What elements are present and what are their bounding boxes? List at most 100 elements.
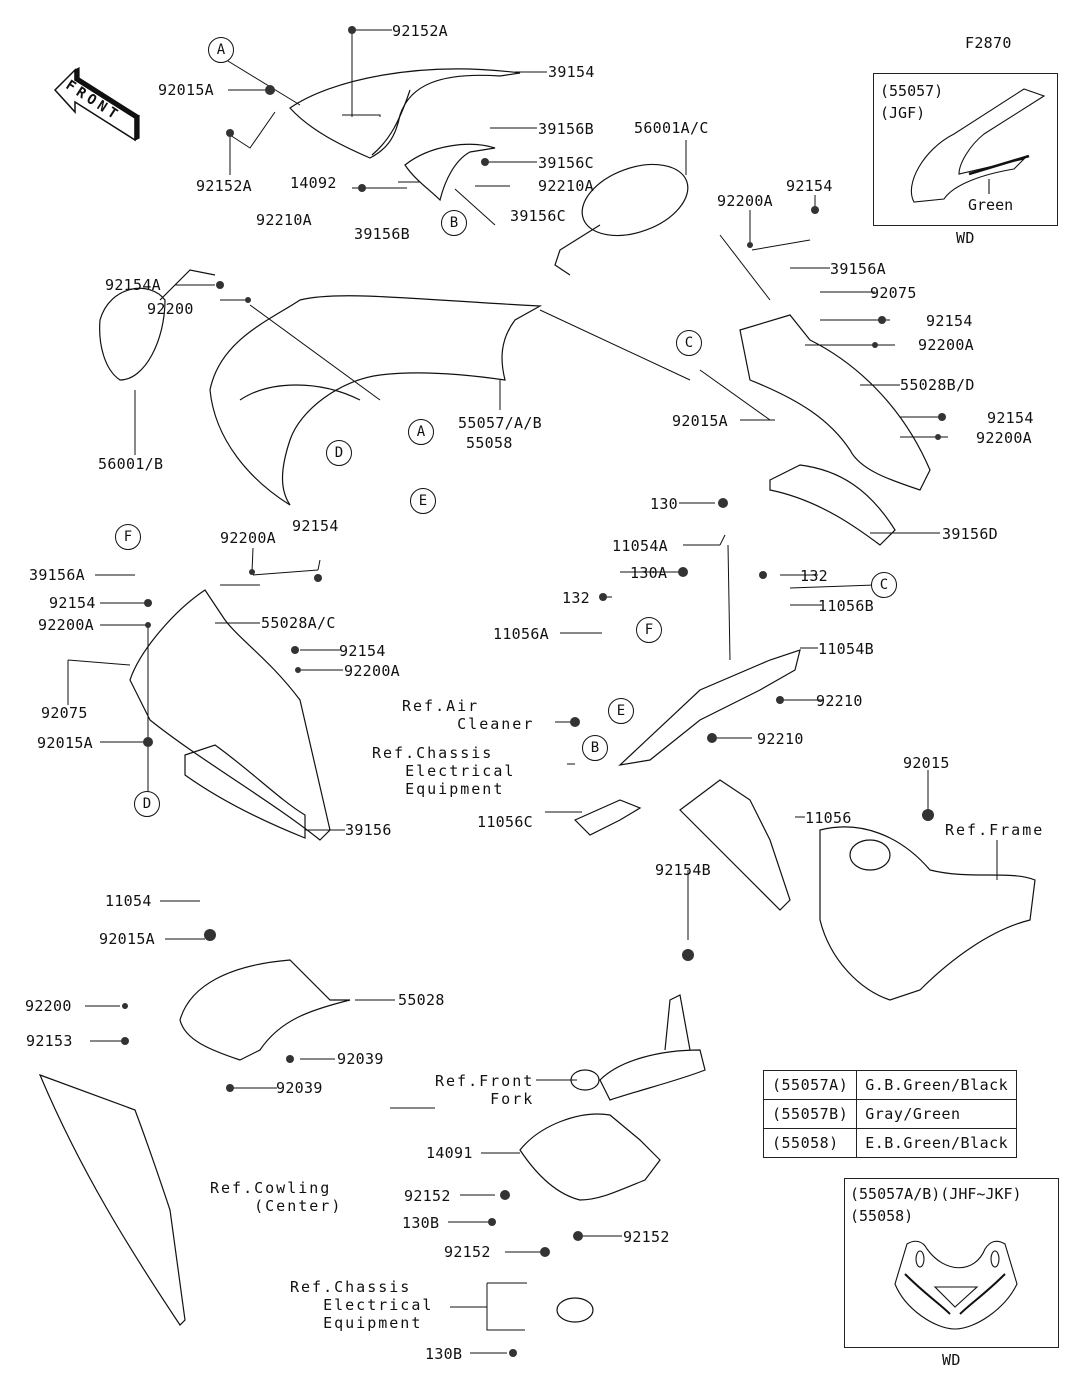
- part-label[interactable]: 92075: [870, 284, 917, 302]
- grommet-icon: [348, 26, 356, 34]
- inset-front-cowl-drawing: [894, 1240, 1018, 1330]
- part-label[interactable]: 56001A/C: [634, 119, 709, 137]
- bracket-11056c-shape: [573, 799, 642, 836]
- part-label[interactable]: 39154: [548, 63, 595, 81]
- part-label[interactable]: 130: [650, 495, 678, 513]
- part-label[interactable]: 92200A: [220, 529, 276, 547]
- callout-a-top: A: [208, 37, 234, 63]
- ref-air-cleaner: Ref.Air Cleaner: [402, 697, 535, 733]
- upper-cowl-shape: [209, 295, 543, 506]
- part-label[interactable]: 39156C: [510, 207, 566, 225]
- inset-part-number: (55057A/B)(JHF~JKF): [850, 1185, 1022, 1203]
- diagram-code: F2870: [965, 34, 1012, 52]
- part-label[interactable]: 55028B/D: [900, 376, 975, 394]
- part-label[interactable]: 92039: [276, 1079, 323, 1097]
- inset-55057-jgf: (55057) (JGF) Green: [873, 73, 1058, 226]
- part-label[interactable]: 92015A: [37, 734, 93, 752]
- part-label[interactable]: 92154: [49, 594, 96, 612]
- part-label[interactable]: 92210: [757, 730, 804, 748]
- part-label[interactable]: 14092: [290, 174, 337, 192]
- part-label[interactable]: 92075: [41, 704, 88, 722]
- collar-icon: [265, 85, 275, 95]
- part-label[interactable]: 39156C: [538, 154, 594, 172]
- part-label[interactable]: 92200: [25, 997, 72, 1015]
- part-label[interactable]: 11056C: [477, 813, 533, 831]
- bolt-icon: [216, 281, 224, 289]
- part-label[interactable]: 92200A: [38, 616, 94, 634]
- part-label[interactable]: 132: [562, 589, 590, 607]
- part-label[interactable]: 92152A: [196, 177, 252, 195]
- part-label[interactable]: 130B: [402, 1214, 440, 1232]
- nut-icon: [707, 733, 717, 743]
- part-label[interactable]: 92154: [292, 517, 339, 535]
- part-label[interactable]: 39156A: [830, 260, 886, 278]
- part-label[interactable]: 92015A: [158, 81, 214, 99]
- part-label[interactable]: 130B: [425, 1345, 463, 1363]
- part-label[interactable]: 92154: [926, 312, 973, 330]
- collar-icon: [143, 737, 153, 747]
- part-label[interactable]: 11056B: [818, 597, 874, 615]
- part-label[interactable]: 92152: [444, 1243, 491, 1261]
- part-label[interactable]: 92154: [786, 177, 833, 195]
- inset-caption: WD: [956, 229, 975, 247]
- part-label[interactable]: 11054A: [612, 537, 668, 555]
- part-label[interactable]: 55058: [466, 434, 513, 452]
- color-variant-table: (55057A) G.B.Green/Black (55057B) Gray/G…: [762, 1070, 1018, 1158]
- part-label[interactable]: 11056A: [493, 625, 549, 643]
- part-label[interactable]: 92153: [26, 1032, 73, 1050]
- part-label[interactable]: 92154: [339, 642, 386, 660]
- bolt-icon: [759, 571, 767, 579]
- inset-55057ab-jhf-jkf: (55057A/B)(JHF~JKF) (55058): [844, 1178, 1059, 1348]
- part-label[interactable]: 92152: [623, 1228, 670, 1246]
- grommet-icon: [500, 1190, 510, 1200]
- washer-icon: [872, 342, 878, 348]
- part-label[interactable]: 92200A: [976, 429, 1032, 447]
- part-label[interactable]: 92154: [987, 409, 1034, 427]
- part-label[interactable]: 92154A: [105, 276, 161, 294]
- part-label[interactable]: 92015: [903, 754, 950, 772]
- callout-c-right: C: [676, 330, 702, 356]
- bolt-icon: [570, 717, 580, 727]
- part-label[interactable]: 11054: [105, 892, 152, 910]
- inset-color-note: Green: [968, 196, 1014, 214]
- table-row: (55057B) Gray/Green: [762, 1099, 1018, 1129]
- grommet-icon: [226, 129, 234, 137]
- washer-icon: [935, 434, 941, 440]
- part-label[interactable]: 92210A: [538, 177, 594, 195]
- nut-icon: [481, 158, 489, 166]
- part-label[interactable]: 14091: [426, 1144, 473, 1162]
- part-label[interactable]: 92015A: [99, 930, 155, 948]
- part-label[interactable]: 92152: [404, 1187, 451, 1205]
- part-label[interactable]: 55057/A/B: [458, 414, 542, 432]
- bolt-icon: [314, 574, 322, 582]
- part-label[interactable]: 39156D: [942, 525, 998, 543]
- part-label[interactable]: 55028: [398, 991, 445, 1009]
- part-label[interactable]: 56001/B: [98, 455, 164, 473]
- part-label[interactable]: 130A: [630, 564, 668, 582]
- part-label[interactable]: 92154B: [655, 861, 711, 879]
- part-label[interactable]: 39156B: [538, 120, 594, 138]
- part-label[interactable]: 92200A: [344, 662, 400, 680]
- part-label[interactable]: 92039: [337, 1050, 384, 1068]
- ref-frame: Ref.Frame: [945, 821, 1045, 839]
- inset-cowl-drawing: [910, 88, 1046, 203]
- part-label[interactable]: 39156: [345, 821, 392, 839]
- part-label[interactable]: 39156A: [29, 566, 85, 584]
- part-label[interactable]: 92210: [816, 692, 863, 710]
- windscreen-shape: [289, 68, 521, 159]
- part-label[interactable]: 92200: [147, 300, 194, 318]
- part-label[interactable]: 92152A: [392, 22, 448, 40]
- part-label[interactable]: 92200A: [918, 336, 974, 354]
- part-label[interactable]: 11054B: [818, 640, 874, 658]
- part-label[interactable]: 55028A/C: [261, 614, 336, 632]
- table-cell-part: (55058): [762, 1128, 858, 1158]
- callout-b-top: B: [441, 210, 467, 236]
- part-label[interactable]: 92210A: [256, 211, 312, 229]
- part-label[interactable]: 39156B: [354, 225, 410, 243]
- part-label[interactable]: 11056: [805, 809, 852, 827]
- part-label[interactable]: 132: [800, 567, 828, 585]
- ref-front-fork: Ref.Front Fork: [435, 1072, 535, 1108]
- part-label[interactable]: 92200A: [717, 192, 773, 210]
- part-label[interactable]: 92015A: [672, 412, 728, 430]
